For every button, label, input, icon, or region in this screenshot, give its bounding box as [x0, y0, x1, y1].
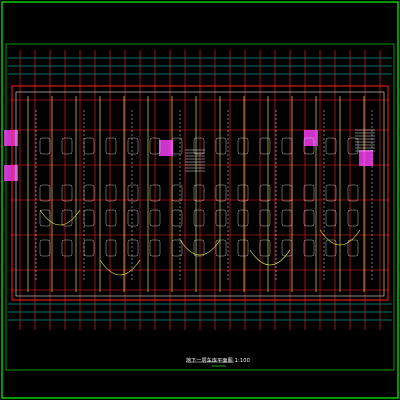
stair-core	[4, 165, 18, 181]
parking-stall	[193, 184, 205, 202]
parking-stall	[281, 239, 293, 257]
parking-stall	[325, 137, 337, 155]
parking-stall	[281, 137, 293, 155]
parking-stall	[325, 209, 337, 227]
parking-stall	[193, 137, 205, 155]
parking-stall	[39, 184, 51, 202]
parking-stall	[83, 184, 95, 202]
stair-core	[359, 150, 373, 166]
parking-stall	[237, 184, 249, 202]
parking-stall	[105, 184, 117, 202]
building-walls	[27, 96, 373, 292]
parking-stall	[61, 239, 73, 257]
parking-stall	[149, 209, 161, 227]
parking-stall	[39, 137, 51, 155]
parking-stall	[171, 137, 183, 155]
parking-stall	[281, 184, 293, 202]
parking-stall	[105, 239, 117, 257]
parking-stall	[61, 137, 73, 155]
ramp-curve	[249, 249, 291, 266]
parking-stall	[193, 209, 205, 227]
parking-stall	[303, 209, 315, 227]
parking-stall	[193, 239, 205, 257]
parking-stall	[259, 137, 271, 155]
parking-stall	[237, 137, 249, 155]
parking-stall	[281, 209, 293, 227]
ramp-curve	[39, 209, 81, 226]
parking-stall	[171, 239, 183, 257]
parking-stall	[347, 239, 359, 257]
parking-stall	[83, 239, 95, 257]
parking-stall	[39, 239, 51, 257]
parking-stall	[39, 209, 51, 227]
parking-stall	[83, 209, 95, 227]
parking-stall	[325, 184, 337, 202]
parking-stall	[215, 184, 227, 202]
parking-stall	[171, 209, 183, 227]
ramp-curve	[319, 229, 361, 246]
parking-stall	[347, 184, 359, 202]
parking-stall	[303, 239, 315, 257]
floor-plate-inner	[15, 91, 385, 297]
parking-stall	[61, 184, 73, 202]
parking-stall	[61, 209, 73, 227]
parking-stall	[303, 137, 315, 155]
drawing-caption: 地下一层车库平面图 1:100	[186, 358, 250, 364]
parking-stall	[259, 239, 271, 257]
parking-stalls	[39, 137, 359, 257]
parking-stall	[149, 137, 161, 155]
parking-stall	[127, 209, 139, 227]
parking-stall	[347, 209, 359, 227]
parking-stall	[105, 137, 117, 155]
parking-stall	[215, 137, 227, 155]
parking-stall	[149, 239, 161, 257]
stair-core	[4, 130, 18, 146]
parking-stall	[127, 184, 139, 202]
parking-stall	[127, 137, 139, 155]
ramp-curve	[179, 239, 221, 256]
parking-stall	[325, 239, 337, 257]
parking-stall	[347, 137, 359, 155]
parking-stall	[237, 209, 249, 227]
parking-stall	[83, 137, 95, 155]
ramp-curve	[99, 259, 141, 276]
sheet-frame-inner	[5, 43, 395, 371]
parking-stall	[259, 184, 271, 202]
parking-stall	[105, 209, 117, 227]
parking-stall	[127, 239, 139, 257]
parking-stall	[215, 239, 227, 257]
floor-plate-outline	[11, 85, 389, 301]
parking-stall	[303, 184, 315, 202]
parking-stall	[237, 239, 249, 257]
parking-stall	[215, 209, 227, 227]
parking-stall	[171, 184, 183, 202]
stair-core	[159, 140, 173, 156]
stair-cores	[4, 129, 375, 181]
parking-stall	[149, 184, 161, 202]
parking-stall	[259, 209, 271, 227]
